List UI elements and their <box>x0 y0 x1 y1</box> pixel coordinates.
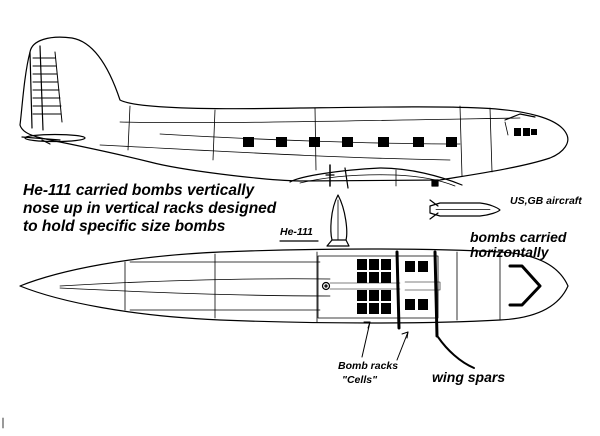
bomb-racks-label: Bomb racks <box>338 360 399 372</box>
bomb-rack-cells <box>357 259 428 314</box>
he111-label: He-111 <box>280 226 313 238</box>
bombs-carried-label: bombs carried <box>470 229 567 245</box>
nose-up-label: nose up in vertical racks designed <box>23 200 277 217</box>
cells-label: "Cells" <box>342 374 378 386</box>
side-windows <box>243 128 537 147</box>
horizontally-label: horizontally <box>470 244 549 260</box>
side-view-fuselage <box>19 36 569 189</box>
wing-spars-label: wing spars <box>432 369 506 385</box>
he111-carried-label: He-111 carried bombs vertically <box>23 182 255 199</box>
vertical-bomb <box>326 194 350 247</box>
horizontal-bomb <box>429 199 501 220</box>
wing-spars <box>395 250 439 338</box>
pointer-lines <box>361 321 475 369</box>
us-gb-aircraft-label: US,GB aircraft <box>510 195 582 207</box>
plan-view-fuselage <box>19 248 569 324</box>
specific-size-label: to hold specific size bombs <box>23 218 226 235</box>
